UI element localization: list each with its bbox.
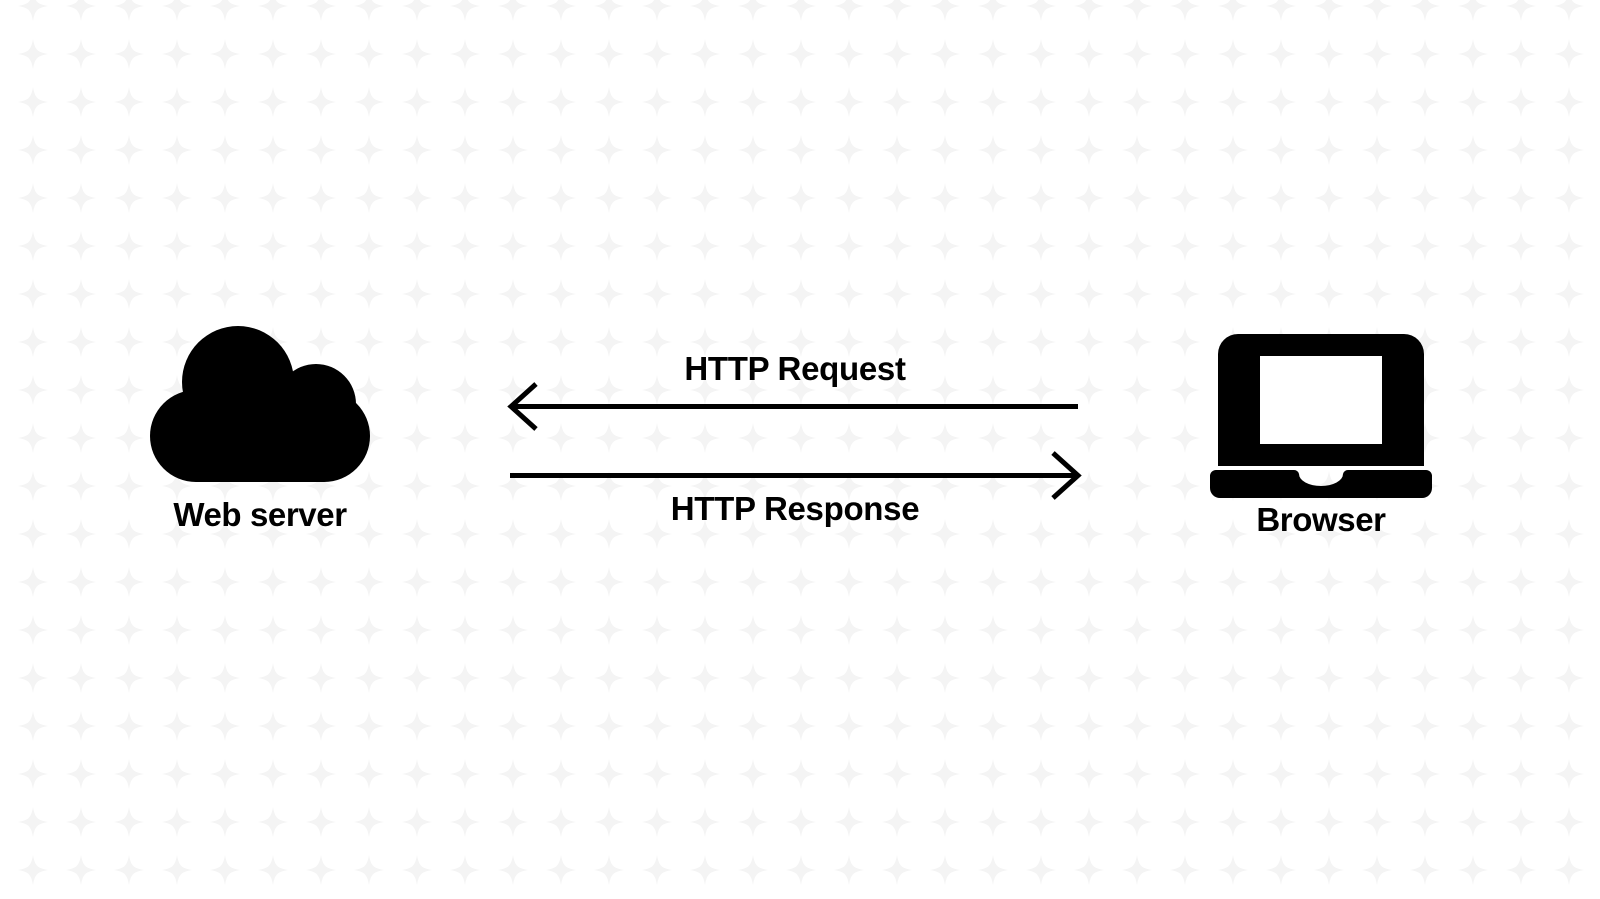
http-response-arrow bbox=[510, 451, 1082, 500]
node-web-server: Web server bbox=[148, 318, 372, 558]
arrows-svg bbox=[507, 382, 1082, 500]
laptop-icon bbox=[1210, 334, 1432, 498]
http-request-arrow bbox=[507, 382, 1078, 431]
http-request-label: HTTP Request bbox=[684, 350, 906, 387]
http-response-label: HTTP Response bbox=[670, 490, 920, 527]
node-browser: Browser bbox=[1210, 318, 1432, 558]
cloud-icon bbox=[150, 326, 370, 482]
browser-label: Browser bbox=[1256, 501, 1386, 538]
web-server-label: Web server bbox=[173, 496, 347, 533]
flow-arrows-group: HTTP Request HTTP Response bbox=[500, 340, 1090, 540]
